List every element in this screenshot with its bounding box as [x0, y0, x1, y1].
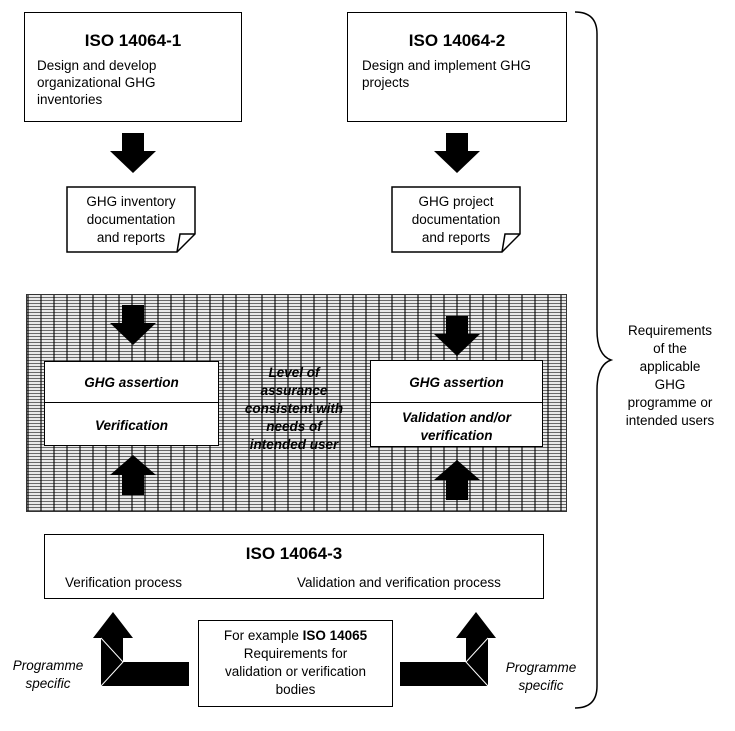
programme-specific-right-line-1: Programme [505, 660, 577, 675]
iso-14064-2-description: Design and implement GHG projects [362, 58, 531, 90]
iso-14065-line-2: Requirements for [243, 646, 348, 661]
requirements-line-3: applicable [639, 359, 701, 374]
programme-specific-left-line-2: specific [25, 676, 71, 691]
ghg-assertion-validation-box: GHG assertion Validation and/or verifica… [370, 360, 543, 447]
iso-14065-line-4: bodies [275, 682, 316, 697]
inventory-doc-line-1: GHG inventory [86, 194, 176, 209]
requirements-line-6: intended users [625, 413, 715, 428]
requirements-line-4: GHG [654, 377, 686, 392]
inventory-doc-line-3: and reports [96, 230, 166, 245]
project-doc-line-3: and reports [421, 230, 491, 245]
assurance-text-line-5: intended user [249, 437, 339, 452]
iso-14065-name: ISO 14065 [302, 628, 368, 643]
validation-verification-process-label: Validation and verification process [297, 575, 501, 590]
iso-14065-line-3: validation or verification [224, 664, 367, 679]
document-shape-left [66, 186, 196, 253]
right-box-divider [371, 402, 542, 403]
iso-14064-1-box: ISO 14064-1 Design and develop organizat… [24, 12, 242, 122]
down-arrow-icon [434, 133, 480, 173]
bent-up-arrow-left-icon [93, 612, 189, 687]
down-arrow-icon [110, 133, 156, 173]
ghg-assertion-verification-box: GHG assertion Verification [44, 361, 219, 446]
iso-14065-prefix: For example [223, 628, 303, 643]
up-arrow-icon [434, 460, 480, 500]
iso-14064-1-title: ISO 14064-1 [84, 31, 182, 50]
right-ghg-assertion-label: GHG assertion [409, 375, 504, 390]
up-arrow-icon [110, 455, 156, 495]
curly-brace [574, 11, 614, 709]
requirements-line-1: Requirements [627, 323, 713, 338]
requirements-line-5: programme or [627, 395, 713, 410]
left-ghg-assertion-label: GHG assertion [84, 375, 179, 390]
inventory-doc-line-2: documentation [86, 212, 176, 227]
left-verification-label: Verification [94, 418, 169, 433]
right-verification-label: verification [420, 428, 493, 443]
assurance-text-line-3: consistent with [244, 401, 344, 416]
iso-14065-line-1: For example ISO 14065 [199, 627, 392, 644]
iso-14064-3-box: ISO 14064-3 Verification process Validat… [44, 534, 544, 599]
left-box-divider [45, 402, 218, 403]
document-shape-right [391, 186, 521, 253]
down-arrow-icon [110, 305, 156, 345]
iso-14064-2-box: ISO 14064-2 Design and implement GHG pro… [347, 12, 567, 122]
assurance-text-line-2: assurance [260, 383, 328, 398]
bent-up-arrow-right-icon [400, 612, 496, 687]
assurance-text-line-4: needs of [266, 419, 322, 434]
requirements-line-2: of the [653, 341, 687, 356]
programme-specific-right-line-2: specific [518, 678, 564, 693]
iso-14065-box: For example ISO 14065 Requirements for v… [198, 620, 393, 707]
right-validation-label: Validation and/or [401, 410, 511, 425]
project-doc-line-1: GHG project [418, 194, 494, 209]
down-arrow-icon [434, 316, 480, 356]
assurance-text-line-1: Level of [268, 365, 320, 380]
iso-14064-3-title: ISO 14064-3 [245, 544, 343, 563]
verification-process-label: Verification process [65, 575, 183, 590]
iso-14064-1-description: Design and develop organizational GHG in… [37, 58, 157, 107]
project-doc-line-2: documentation [411, 212, 501, 227]
programme-specific-left-line-1: Programme [12, 658, 84, 673]
iso-14064-2-title: ISO 14064-2 [408, 31, 506, 50]
